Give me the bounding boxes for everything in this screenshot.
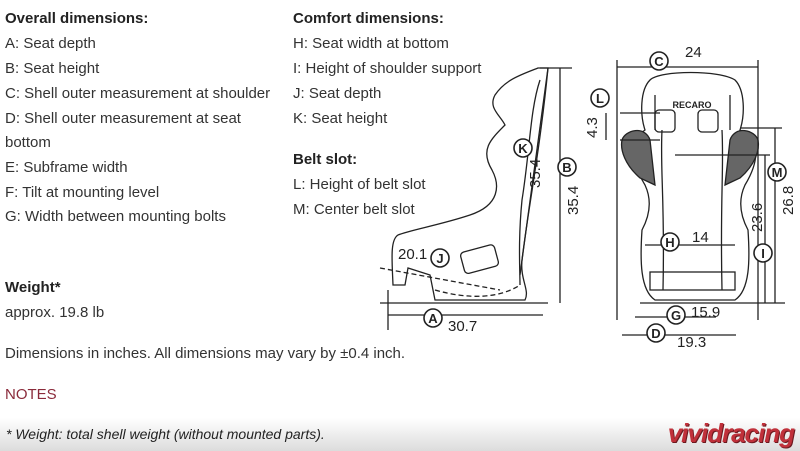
overall-item: bottom (5, 134, 51, 151)
value-h: 14 (692, 229, 709, 246)
value-a: 30.7 (448, 318, 477, 335)
value-l: 4.3 (584, 117, 601, 138)
comfort-item: K: Seat height (293, 110, 388, 127)
label-g: G (671, 308, 681, 323)
footer-band (0, 418, 800, 451)
label-g-circle (666, 305, 686, 325)
overall-dimensions-title: Overall dimensions: (5, 10, 149, 27)
value-i: 23.6 (749, 203, 766, 232)
label-i: I (761, 246, 765, 261)
seat-dimension-diagram: RECARO A B C D G H I J K L M 30.7 35.4 2… (379, 44, 797, 351)
label-l: L (596, 91, 604, 106)
value-g: 15.9 (691, 304, 720, 321)
overall-item: E: Subframe width (5, 159, 128, 176)
value-b: 35.4 (565, 186, 582, 215)
label-j-circle (430, 248, 450, 268)
weight-footnote: * Weight: total shell weight (without mo… (6, 426, 325, 442)
recaro-brand: RECARO (672, 100, 711, 110)
dimensions-note: Dimensions in inches. All dimensions may… (5, 345, 406, 362)
belt-item: M: Center belt slot (293, 201, 415, 218)
label-a: A (428, 311, 438, 326)
comfort-dimensions-title: Comfort dimensions: (293, 10, 444, 27)
overall-item: B: Seat height (5, 60, 100, 77)
value-m: 26.8 (780, 186, 797, 215)
label-c: C (654, 54, 664, 69)
overall-item: C: Shell outer measurement at shoulder (5, 85, 271, 102)
seat-front-view (605, 60, 785, 336)
label-k: K (518, 141, 528, 156)
label-j: J (436, 251, 443, 266)
belt-slot-title: Belt slot: (293, 151, 358, 168)
overall-item: D: Shell outer measurement at seat (5, 110, 241, 127)
label-c-circle (649, 51, 669, 71)
label-h: H (665, 235, 674, 250)
label-l-circle (590, 88, 610, 108)
label-h-circle (660, 232, 680, 252)
seat-side-view (379, 67, 572, 330)
label-d-circle (646, 323, 666, 343)
value-d: 19.3 (677, 334, 706, 351)
value-k: 35.4 (527, 159, 544, 188)
notes-heading: NOTES (5, 386, 57, 403)
value-j: 20.1 (398, 246, 427, 263)
overall-item: G: Width between mounting bolts (5, 208, 226, 225)
label-a-circle (423, 308, 443, 328)
label-d: D (651, 326, 660, 341)
label-i-circle (753, 243, 773, 263)
comfort-item: J: Seat depth (293, 85, 382, 102)
weight-value: approx. 19.8 lb (5, 304, 105, 321)
vividracing-logo: vividracing (667, 418, 795, 448)
label-b: B (562, 160, 571, 175)
label-m-circle (767, 162, 787, 182)
label-m: M (772, 165, 783, 180)
weight-title: Weight* (5, 279, 61, 296)
label-b-circle (557, 157, 577, 177)
comfort-item: I: Height of shoulder support (293, 60, 482, 77)
label-k-circle (513, 138, 533, 158)
belt-item: L: Height of belt slot (293, 176, 426, 193)
value-c: 24 (685, 44, 702, 61)
comfort-item: H: Seat width at bottom (293, 35, 449, 52)
overall-item: F: Tilt at mounting level (5, 184, 160, 201)
overall-item: A: Seat depth (5, 35, 96, 52)
